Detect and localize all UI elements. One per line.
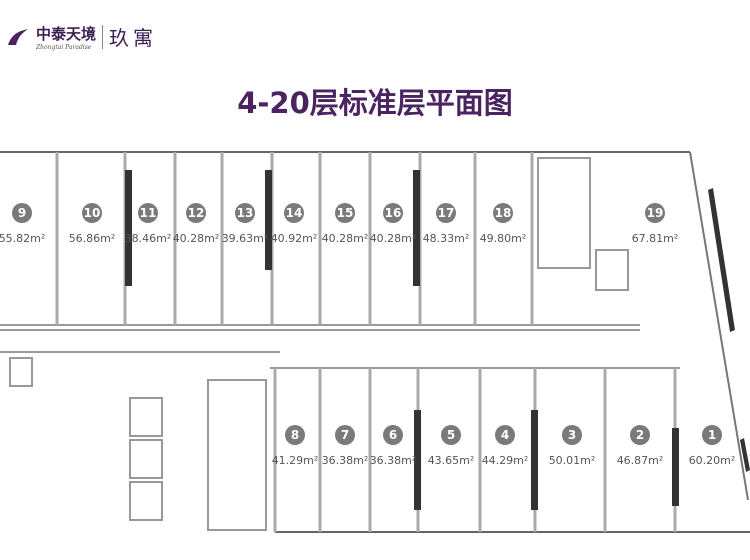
- unit-number: 6: [389, 428, 397, 442]
- unit-number-badge: [383, 425, 403, 445]
- unit-5: 5 43.65m²: [428, 425, 475, 467]
- unit-area: 60.20m²: [689, 454, 736, 467]
- brand-name-cn: 中泰天境: [36, 24, 97, 43]
- unit-number-badge: [436, 203, 456, 223]
- unit-13: 13 39.63m²: [222, 203, 269, 245]
- unit-2: 2 46.87m²: [617, 425, 664, 467]
- unit-7: 7 36.38m²: [322, 425, 369, 467]
- plan-walls: [0, 151, 750, 533]
- product-name: 玖寓: [109, 26, 158, 50]
- unit-area: 40.92m²: [271, 232, 318, 245]
- unit-number-badge: [335, 425, 355, 445]
- unit-number: 15: [337, 206, 354, 220]
- unit-number: 10: [84, 206, 101, 220]
- unit-10: 10 56.86m²: [69, 203, 116, 245]
- unit-number-badge: [82, 203, 102, 223]
- unit-number: 1: [708, 428, 716, 442]
- unit-area: 48.33m²: [423, 232, 470, 245]
- structural-walls: [125, 170, 750, 510]
- unit-number: 13: [237, 206, 254, 220]
- unit-number-badge: [702, 425, 722, 445]
- unit-area: 67.81m²: [632, 232, 679, 245]
- unit-number-badge: [562, 425, 582, 445]
- unit-17: 17 48.33m²: [423, 203, 470, 245]
- brand-name-en: Zhongtai Paradise: [36, 43, 92, 51]
- unit-number-badge: [235, 203, 255, 223]
- unit-number: 8: [291, 428, 299, 442]
- unit-number-badge: [12, 203, 32, 223]
- unit-number: 14: [286, 206, 303, 220]
- unit-area: 44.29m²: [482, 454, 529, 467]
- unit-number-badge: [493, 203, 513, 223]
- unit-area: 40.28m²: [322, 232, 369, 245]
- unit-area: 49.80m²: [480, 232, 527, 245]
- unit-area: 43.65m²: [428, 454, 475, 467]
- unit-area: 38.46m²: [125, 232, 172, 245]
- unit-3: 3 50.01m²: [549, 425, 596, 467]
- unit-11: 11 38.46m²: [125, 203, 172, 245]
- unit-number: 3: [568, 428, 576, 442]
- unit-number-badge: [645, 203, 665, 223]
- unit-number-badge: [285, 425, 305, 445]
- unit-number-badge: [186, 203, 206, 223]
- unit-number-badge: [284, 203, 304, 223]
- unit-6: 6 36.38m²: [370, 425, 417, 467]
- unit-area: 40.28m²: [370, 232, 417, 245]
- unit-number-badge: [138, 203, 158, 223]
- unit-area: 39.63m²: [222, 232, 269, 245]
- unit-number: 11: [140, 206, 157, 220]
- unit-number: 17: [438, 206, 455, 220]
- unit-14: 14 40.92m²: [271, 203, 318, 245]
- unit-15: 15 40.28m²: [322, 203, 369, 245]
- unit-number: 18: [495, 206, 512, 220]
- unit-area: 55.82m²: [0, 232, 45, 245]
- unit-area: 40.28m²: [173, 232, 220, 245]
- unit-area: 41.29m²: [272, 454, 319, 467]
- unit-number-badge: [495, 425, 515, 445]
- unit-number: 9: [18, 206, 26, 220]
- unit-9: 9 55.82m²: [0, 203, 45, 245]
- unit-number-badge: [441, 425, 461, 445]
- unit-number-badge: [630, 425, 650, 445]
- unit-16: 16 40.28m²: [370, 203, 417, 245]
- unit-12: 12 40.28m²: [173, 203, 220, 245]
- logo-bird-icon: [8, 28, 28, 45]
- unit-number: 2: [636, 428, 644, 442]
- unit-number: 7: [341, 428, 349, 442]
- unit-1: 1 60.20m²: [689, 425, 736, 467]
- unit-area: 46.87m²: [617, 454, 664, 467]
- unit-number-badge: [383, 203, 403, 223]
- unit-area: 50.01m²: [549, 454, 596, 467]
- brand-logo: 中泰天境 Zhongtai Paradise 玖寓: [6, 22, 157, 51]
- page-title: 4-20层标准层平面图: [237, 86, 513, 120]
- unit-number: 4: [501, 428, 509, 442]
- logo-divider: [102, 24, 104, 49]
- unit-area: 36.38m²: [370, 454, 417, 467]
- unit-4: 4 44.29m²: [482, 425, 529, 467]
- unit-number: 12: [188, 206, 205, 220]
- unit-18: 18 49.80m²: [480, 203, 527, 245]
- unit-number: 5: [447, 428, 455, 442]
- unit-number: 19: [647, 206, 664, 220]
- unit-number: 16: [385, 206, 402, 220]
- unit-19: 19 67.81m²: [632, 203, 679, 245]
- unit-area: 36.38m²: [322, 454, 369, 467]
- unit-8: 8 41.29m²: [272, 425, 319, 467]
- unit-number-badge: [335, 203, 355, 223]
- unit-area: 56.86m²: [69, 232, 116, 245]
